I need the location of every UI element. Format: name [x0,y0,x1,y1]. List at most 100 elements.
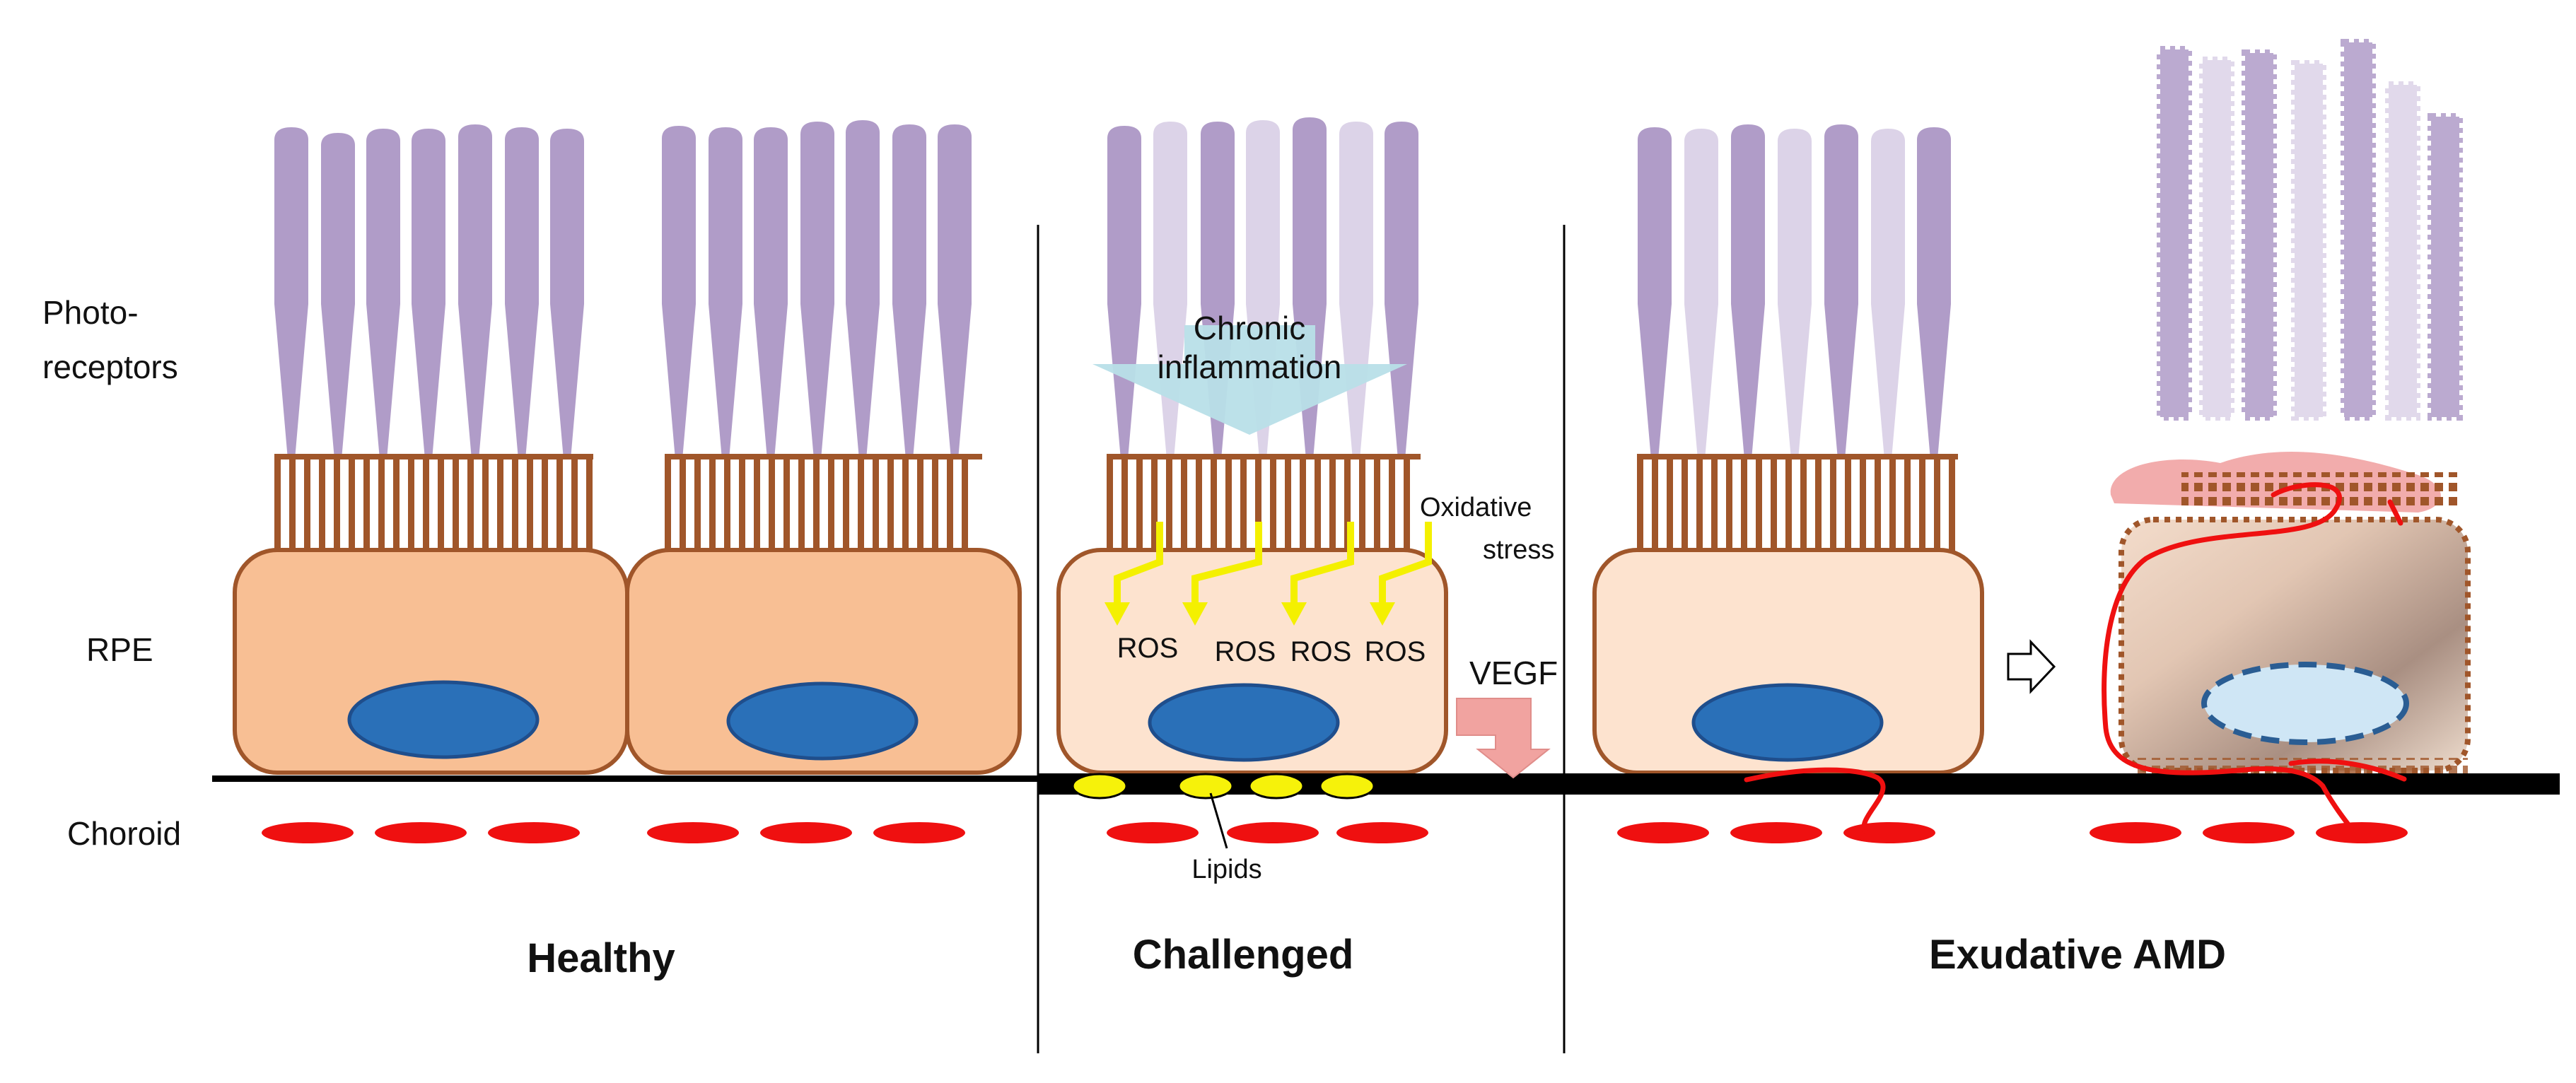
ros-label: ROS [1117,633,1179,664]
microvillus [1255,454,1261,553]
microvillus [739,454,745,553]
choroid-vessel [375,822,467,843]
microvillus [1181,454,1187,553]
photoreceptors-label-2: receptors [42,349,178,385]
microvillus [1300,454,1306,553]
degenerating-photoreceptor [2341,39,2376,421]
degenerating-photoreceptor [2291,60,2326,421]
ros-label: ROS [1290,636,1352,667]
photoreceptor-outer-segment [274,127,308,459]
nuclei [347,680,1884,762]
rpe-layer [233,548,1984,775]
microvillus [1151,454,1158,553]
ros-arrow-icon [1290,522,1354,608]
microvillus [665,454,671,553]
microvillus [482,454,489,553]
choroid-vessel [1730,822,1822,843]
microvillus [1404,454,1410,553]
photoreceptor-outer-segment [412,129,445,459]
lipid-deposit [1319,773,1375,800]
bruchs-membrane [212,773,2560,795]
microvillus [873,454,879,553]
degenerating-photoreceptor [2428,113,2463,421]
microvillus [813,454,820,553]
photoreceptor-outer-segment [366,129,400,459]
ros-labels: ROS ROS ROS ROS [1117,633,1426,667]
choroid-vessel [2203,822,2295,843]
neovessel-exudative-3 [2288,759,2407,782]
microvillus [709,454,716,553]
microvillus [1637,454,1643,553]
degenerating-photoreceptor [2242,49,2277,421]
choroid-vessel [2090,822,2181,843]
microvilli-base [1637,454,1958,459]
photoreceptor-outer-segment [1917,127,1951,459]
microvillus [289,454,296,553]
choroid-vessel [1843,822,1935,843]
microvillus [423,454,429,553]
ros-label: ROS [1215,636,1276,667]
microvillus [1875,454,1881,553]
microvillus [1667,454,1673,553]
microvillus [274,454,281,553]
microvillus [571,454,578,553]
microvillus [1934,454,1940,553]
choroid-vessel [1227,822,1319,843]
microvillus [453,454,459,553]
lipids-label: Lipids [1191,855,1261,884]
microvillus [932,454,938,553]
microvillus [497,454,503,553]
neovessel-exudative-2 [2102,482,2358,836]
photoreceptor-outer-segment [1339,122,1373,459]
choroid-vessel [1617,822,1709,843]
nucleus-exudative-1 [1691,683,1884,762]
microvillus [1344,454,1351,553]
microvillus [798,454,805,553]
choroid-vessel [1107,822,1199,843]
microvillus [378,454,385,553]
nucleus-healthy-2 [726,681,919,761]
microvillus [586,454,593,553]
microvillus [694,454,701,553]
microvillus [887,454,894,553]
microvillus [769,454,775,553]
nucleus-challenged [1148,683,1340,762]
photoreceptor-outer-segment [800,122,834,459]
degenerating-nucleus [2201,662,2409,745]
microvillus [1359,454,1365,553]
photoreceptor-outer-segment [550,129,584,459]
choroid-vessel [262,822,354,843]
choroid-vessel [1336,822,1428,843]
microvillus [858,454,864,553]
microvillus [680,454,686,553]
microvillus [1166,454,1172,553]
microvillus [512,454,518,553]
neovascularization [1744,482,2407,836]
photoreceptor-outer-segment [1684,129,1718,459]
microvillus [1756,454,1762,553]
microvillus [1225,454,1232,553]
inflammation-arrow-icon [1092,325,1407,435]
photoreceptor-outer-segment [938,124,972,459]
microvillus [438,454,444,553]
photoreceptor-layer [274,39,2463,459]
choroid-vessel [488,822,580,843]
microvillus [1696,454,1703,553]
oxidative-stress-label-1: Oxidative [1420,493,1532,522]
rpe-label: RPE [86,631,153,668]
neovessel-exudative-4 [2387,499,2403,526]
oxidative-stress-arrows [1114,522,1432,608]
ros-arrow-head [1281,602,1307,626]
microvillus [1860,454,1866,553]
rpe-cell-healthy-2 [625,548,1022,775]
microvillus [349,454,355,553]
choroid-vessel [760,822,852,843]
microvillus [917,454,923,553]
microvillus [527,454,533,553]
microvillus [1121,454,1128,553]
degenerating-photoreceptor [2199,57,2234,421]
microvillus [467,454,474,553]
choroid-vessel [647,822,739,843]
microvillus [1374,454,1380,553]
